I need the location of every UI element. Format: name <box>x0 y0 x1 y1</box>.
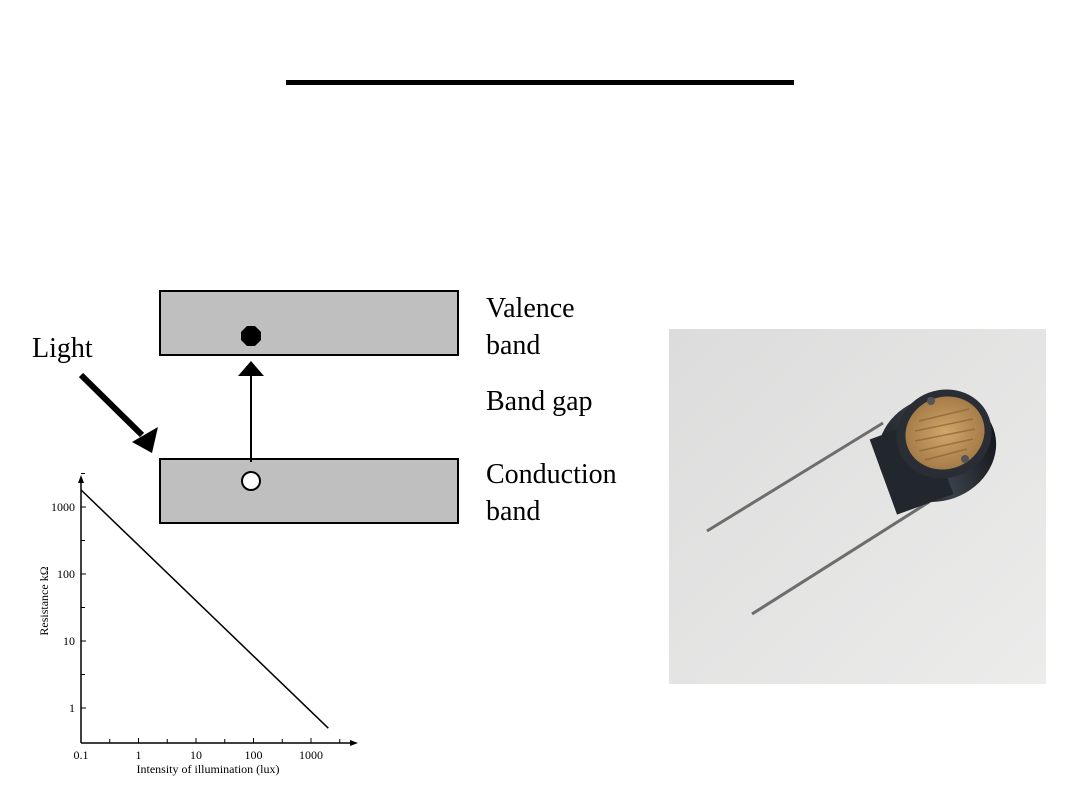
resistance-line <box>80 489 329 729</box>
electron-dot <box>241 326 261 346</box>
y-axis-arrow <box>78 475 84 483</box>
light-label: Light <box>32 333 93 364</box>
valence-band-label: Valence band <box>486 290 575 364</box>
valence-band <box>159 290 459 356</box>
x-tick-label: 100 <box>245 748 263 762</box>
x-tick-label: 0.1 <box>74 748 89 762</box>
conduction-band-label: Conduction band <box>486 456 617 530</box>
lead-lower <box>751 500 930 616</box>
title-rule <box>286 80 794 85</box>
light-arrow <box>78 372 145 438</box>
x-axis-arrow <box>350 740 358 746</box>
conduction-band-label-line1: Conduction <box>486 459 617 490</box>
hole-circle <box>241 471 261 491</box>
valence-band-label-line1: Valence <box>486 293 575 324</box>
lead-upper <box>706 421 884 533</box>
y-tick-label: 100 <box>57 567 75 581</box>
light-arrow-head <box>132 427 158 453</box>
excitation-arrow-head <box>238 361 264 376</box>
x-tick-label: 1 <box>136 748 142 762</box>
y-tick-label: 1000 <box>51 500 75 514</box>
x-tick-label: 1000 <box>299 748 323 762</box>
conduction-band-label-line2: band <box>486 496 541 527</box>
band-gap-label: Band gap <box>486 386 593 417</box>
y-tick-label: 10 <box>63 634 75 648</box>
valence-band-label-line2: band <box>486 330 541 361</box>
x-axis-label: Intensity of illumination (lux) <box>137 762 280 776</box>
light-dependent-resistor-photo <box>669 329 1046 684</box>
conduction-band <box>159 458 459 524</box>
y-axis-label: Resistance kΩ <box>37 566 51 635</box>
x-tick-label: 10 <box>190 748 202 762</box>
y-tick-label: 1 <box>69 701 75 715</box>
